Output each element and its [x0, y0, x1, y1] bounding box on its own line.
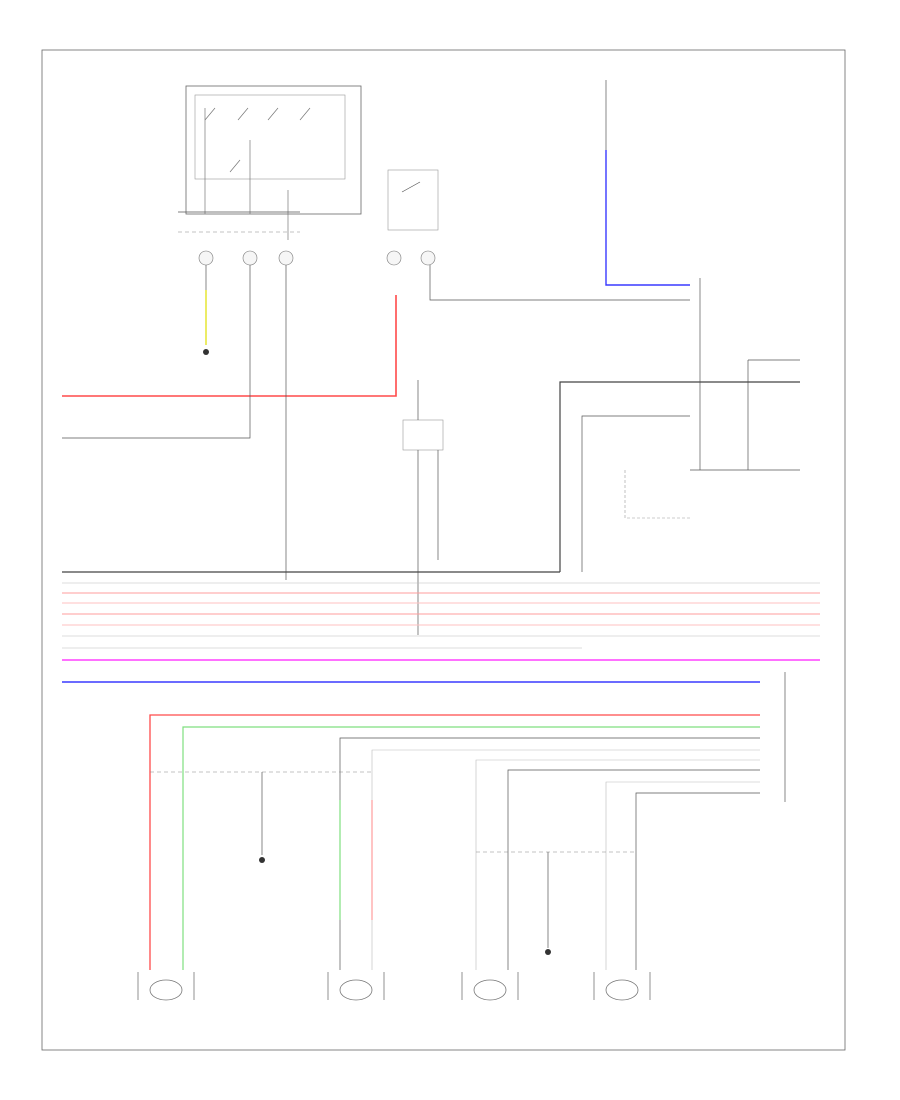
wire-mid-right — [429, 265, 690, 301]
wire-light-sensor-2 — [475, 759, 760, 970]
connector-pin-icon — [420, 250, 436, 266]
wire-light-sensor-1 — [371, 749, 760, 970]
wheel-speed-sensor-icon — [327, 972, 385, 1001]
relay-box — [402, 419, 444, 451]
ground-symbol-icon — [203, 349, 209, 355]
wire-dark-main — [559, 381, 800, 572]
wire-red-left — [62, 295, 397, 397]
wire-blue-top — [605, 150, 690, 286]
wheel-speed-sensor-icon — [137, 972, 195, 1001]
wheel-speed-sensor-icon — [593, 972, 651, 1001]
ground-symbol-icon — [545, 949, 551, 955]
wire-dashed-module — [624, 470, 690, 519]
wire-green-sensor — [182, 726, 760, 970]
switch-contacts — [204, 107, 311, 240]
diagram-frame — [41, 49, 846, 1051]
connector-pin-icon — [198, 250, 214, 266]
connector-pin-icon — [242, 250, 258, 266]
wire-gray-sensor-2 — [507, 769, 760, 970]
wire-gray-mid — [581, 415, 690, 572]
wire-dark-sensor — [635, 792, 760, 970]
switch-inner-box — [194, 94, 346, 180]
wire-gray-left — [62, 265, 251, 439]
wire-gray-sensor-1 — [339, 737, 760, 970]
ground-symbol-icon — [259, 857, 265, 863]
connector-pin-icon — [278, 250, 294, 266]
wire-light-sensor-3 — [605, 781, 760, 970]
mid-switch — [387, 169, 439, 231]
wire-red-sensor — [149, 714, 760, 970]
control-switch-box — [185, 85, 362, 215]
wheel-speed-sensor-icon — [461, 972, 519, 1001]
connector-pin-icon — [386, 250, 402, 266]
mid-switch-contact — [401, 181, 421, 193]
